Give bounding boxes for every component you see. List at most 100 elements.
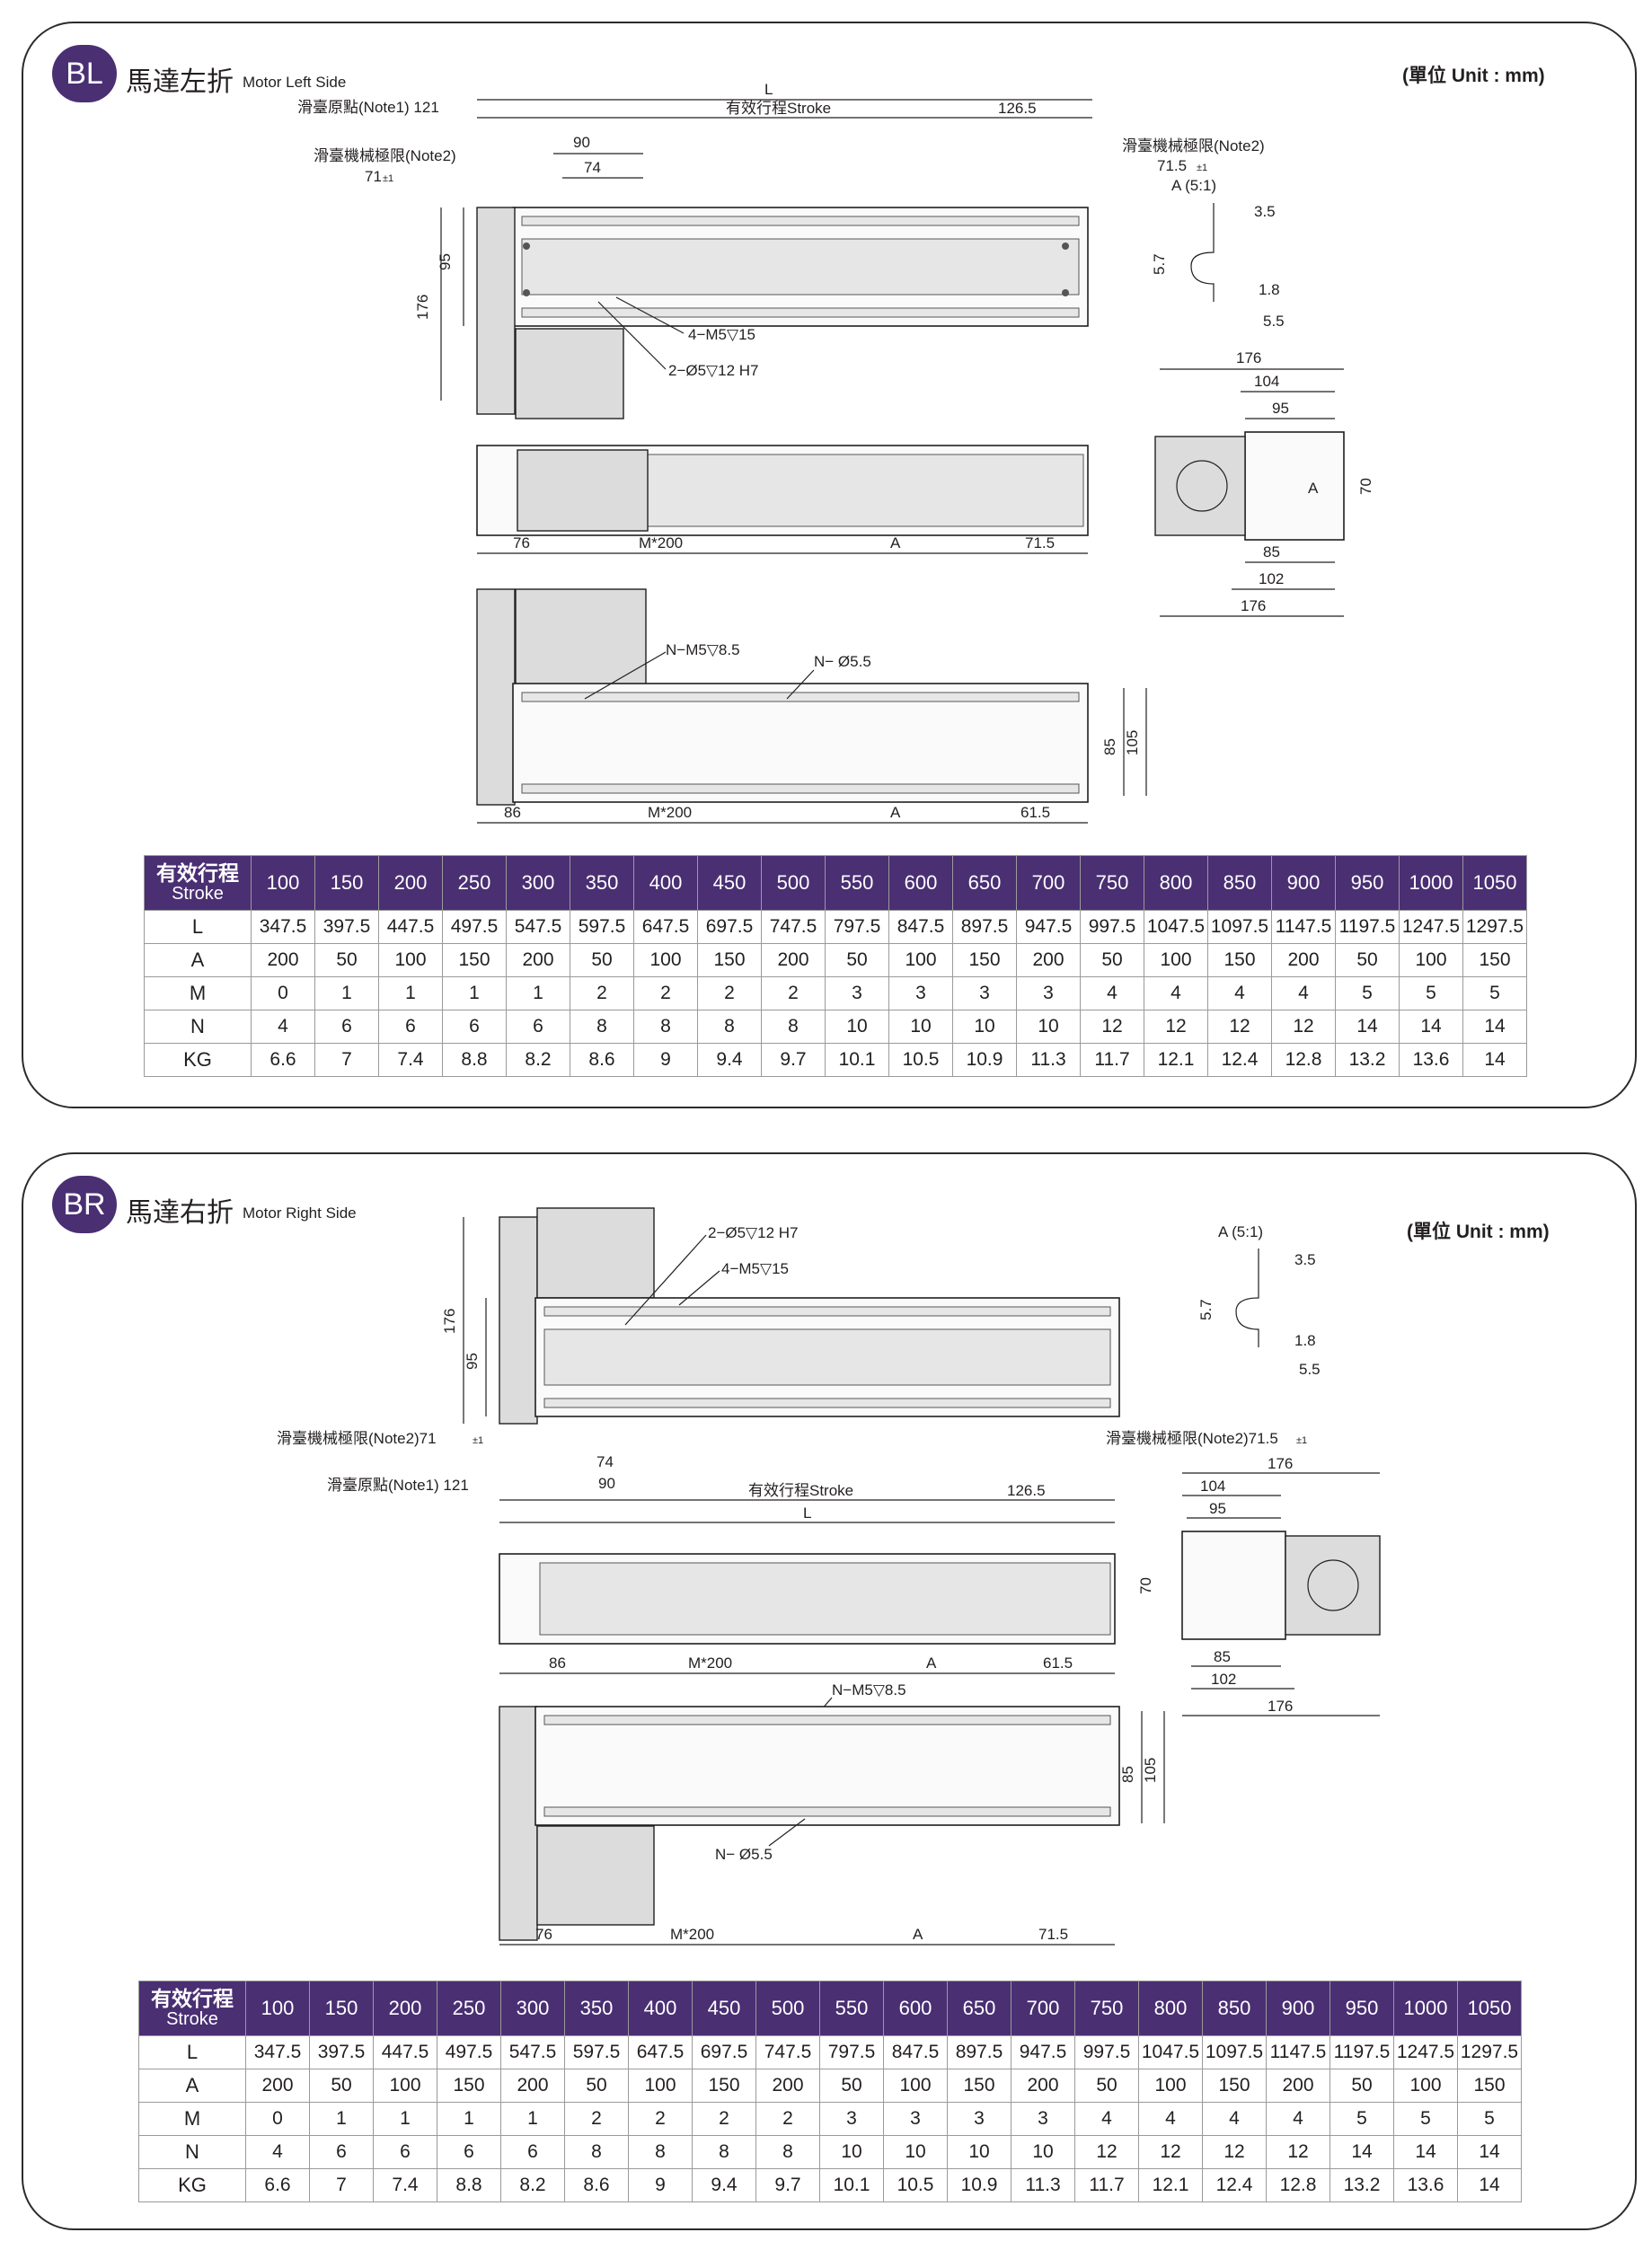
- table-cell: 8.2: [506, 1043, 570, 1077]
- table-cell: 1047.5: [1144, 910, 1208, 944]
- detail-5-7: 5.7: [1197, 1299, 1215, 1320]
- table-cell: 5: [1399, 976, 1463, 1010]
- table-cell: 6: [314, 1010, 379, 1044]
- stroke-cell: 1000: [1399, 855, 1463, 911]
- table-cell: 12.8: [1266, 2168, 1330, 2202]
- dim-90: 90: [573, 134, 590, 151]
- table-cell: 100: [888, 943, 953, 977]
- table-cell: 6: [442, 1010, 507, 1044]
- row-label: KG: [138, 2168, 246, 2202]
- unit-label: (單位 Unit : mm): [1402, 66, 1545, 86]
- table-cell: 6: [309, 2135, 374, 2169]
- table-cell: 597.5: [564, 2035, 629, 2069]
- table-cell: 347.5: [245, 2035, 310, 2069]
- table-cell: 8: [755, 2135, 820, 2169]
- table-cell: 0: [251, 976, 315, 1010]
- stroke-cell: 250: [442, 855, 507, 911]
- row-label: L: [144, 910, 252, 944]
- section-title-en: Motor Left Side: [243, 74, 347, 91]
- table-cell: 14: [1330, 2135, 1394, 2169]
- table-cell: 847.5: [888, 910, 953, 944]
- table-cell: 997.5: [1074, 2035, 1139, 2069]
- table-cell: 11.3: [1016, 1043, 1081, 1077]
- end-95: 95: [1272, 400, 1289, 417]
- table-cell: 10.1: [825, 1043, 889, 1077]
- table-cell: 5: [1462, 976, 1527, 1010]
- table-cell: 50: [825, 943, 889, 977]
- dim-76: 76: [535, 1926, 552, 1943]
- dim-74: 74: [596, 1453, 614, 1470]
- table-cell: 14: [1457, 2168, 1522, 2202]
- actuator-bottom-body: [512, 683, 1089, 803]
- table-cell: 447.5: [378, 910, 443, 944]
- table-cell: 50: [314, 943, 379, 977]
- table-cell: 8.2: [500, 2168, 565, 2202]
- table-cell: 50: [564, 2069, 629, 2103]
- dim-A-bottom: A: [913, 1926, 923, 1943]
- dim-A-bottom: A: [890, 804, 901, 821]
- dim-86: 86: [504, 804, 521, 821]
- limit-left-value: 71: [365, 168, 382, 185]
- row-label: A: [138, 2069, 246, 2103]
- table-cell: 1247.5: [1399, 910, 1463, 944]
- table-cell: 8: [570, 1010, 634, 1044]
- table-cell: 7.4: [378, 1043, 443, 1077]
- table-cell: 4: [1271, 976, 1336, 1010]
- stroke-cell: 200: [378, 855, 443, 911]
- table-cell: 8.8: [437, 2168, 501, 2202]
- table-cell: 4: [1202, 2102, 1267, 2136]
- table-cell: 1297.5: [1462, 910, 1527, 944]
- table-cell: 547.5: [500, 2035, 565, 2069]
- table-cell: 1: [500, 2102, 565, 2136]
- dim-76: 76: [513, 534, 530, 551]
- table-cell: 6: [500, 2135, 565, 2169]
- stroke-cell: 400: [628, 1981, 693, 2036]
- dim-105: 105: [1124, 730, 1141, 755]
- limit-right-tol: ±1: [1296, 1435, 1307, 1446]
- table-cell: 14: [1335, 1010, 1400, 1044]
- table-cell: 150: [437, 2069, 501, 2103]
- detail-label: A (5:1): [1171, 177, 1216, 194]
- end-70: 70: [1357, 478, 1374, 495]
- dim-85: 85: [1101, 738, 1118, 755]
- table-cell: 947.5: [1011, 2035, 1075, 2069]
- table-cell: 1197.5: [1335, 910, 1400, 944]
- table-cell: 6.6: [245, 2168, 310, 2202]
- table-cell: 1097.5: [1202, 2035, 1267, 2069]
- section-title-zh: 馬達右折: [126, 1197, 234, 1229]
- stroke-cell: 400: [633, 855, 698, 911]
- table-cell: 11.3: [1011, 2168, 1075, 2202]
- dim-m200-top: M*200: [639, 534, 683, 551]
- table-cell: 1: [506, 976, 570, 1010]
- table-cell: 11.7: [1074, 2168, 1139, 2202]
- stroke-cell: 450: [692, 1981, 756, 2036]
- table-cell: 697.5: [692, 2035, 756, 2069]
- table-cell: 100: [373, 2069, 437, 2103]
- table-cell: 100: [633, 943, 698, 977]
- table-cell: 647.5: [633, 910, 698, 944]
- table-cell: 14: [1462, 1043, 1527, 1077]
- dim-95: 95: [437, 253, 454, 270]
- stroke-cell: 300: [500, 1981, 565, 2036]
- table-cell: 5: [1330, 2102, 1394, 2136]
- table-cell: 4: [1074, 2102, 1139, 2136]
- table-cell: 4: [1138, 2102, 1203, 2136]
- table-cell: 8: [692, 2135, 756, 2169]
- table-cell: 8: [633, 1010, 698, 1044]
- table-cell: 2: [755, 2102, 820, 2136]
- table-cell: 1197.5: [1330, 2035, 1394, 2069]
- table-cell: 100: [378, 943, 443, 977]
- table-cell: 12.1: [1138, 2168, 1203, 2202]
- table-cell: 200: [1016, 943, 1081, 977]
- home-note: 滑臺原點(Note1) 121: [297, 99, 439, 116]
- table-cell: 12.4: [1207, 1043, 1272, 1077]
- table-cell: 2: [570, 976, 634, 1010]
- table-cell: 2: [628, 2102, 693, 2136]
- section-title-en: Motor Right Side: [243, 1204, 357, 1222]
- end-104: 104: [1254, 373, 1279, 390]
